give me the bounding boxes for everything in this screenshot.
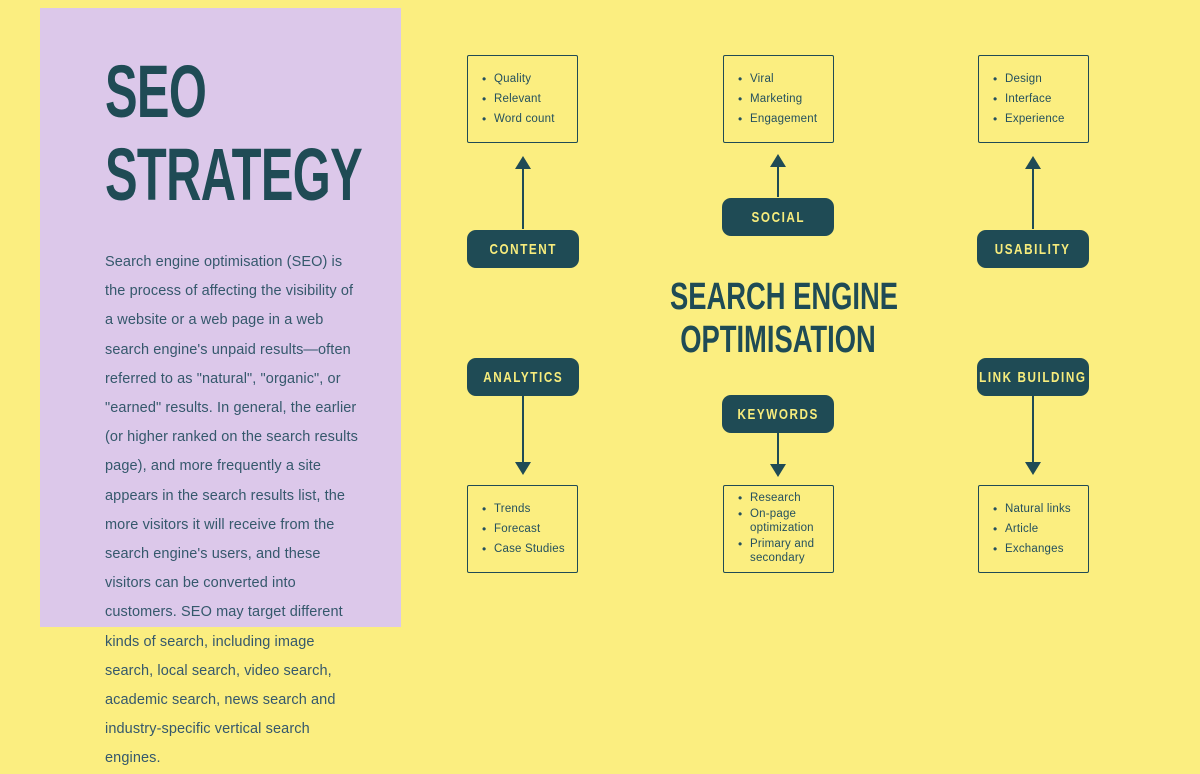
left-panel: SEO STRATEGY Search engine optimisation …: [40, 8, 401, 766]
list-item: Research: [738, 491, 829, 507]
link-building-label: LINK BUILDING: [977, 358, 1089, 396]
social-items-box: Viral Marketing Engagement: [723, 55, 834, 143]
social-items-list: Viral Marketing Engagement: [724, 69, 821, 129]
link-building-items-list: Natural links Article Exchanges: [979, 499, 1075, 559]
diagram-title-line1: SEARCH ENGINE: [670, 276, 899, 318]
page-title-line1: SEO: [105, 50, 207, 133]
arrow-up-icon: [1025, 156, 1041, 169]
keywords-items-list: Research On-page optimization Primary an…: [724, 491, 833, 567]
arrow-down-icon: [770, 464, 786, 477]
list-item: Interface: [993, 89, 1065, 109]
arrow-down-icon: [1025, 462, 1041, 475]
list-item: Case Studies: [482, 539, 565, 559]
analytics-label: ANALYTICS: [467, 358, 579, 396]
list-item: Forecast: [482, 519, 565, 539]
page-title-line2: STRATEGY: [105, 133, 363, 216]
analytics-items-box: Trends Forecast Case Studies: [467, 485, 578, 573]
diagram-title: SEARCH ENGINE OPTIMISATION: [670, 276, 899, 362]
content-items-list: Quality Relevant Word count: [468, 69, 559, 129]
list-item: Viral: [738, 69, 817, 89]
analytics-items-list: Trends Forecast Case Studies: [468, 499, 569, 559]
list-item: On-page optimization: [738, 507, 829, 537]
arrow-line: [1032, 396, 1034, 462]
list-item: Exchanges: [993, 539, 1071, 559]
list-item: Experience: [993, 109, 1065, 129]
keywords-items-box: Research On-page optimization Primary an…: [723, 485, 834, 573]
arrow-down-icon: [515, 462, 531, 475]
list-item: Design: [993, 69, 1065, 89]
arrow-up-icon: [770, 154, 786, 167]
intro-paragraph: Search engine optimisation (SEO) is the …: [105, 254, 358, 767]
arrow-up-icon: [515, 156, 531, 169]
content-label: CONTENT: [467, 230, 579, 268]
list-item: Marketing: [738, 89, 817, 109]
list-item: Engagement: [738, 109, 817, 129]
list-item: Article: [993, 519, 1071, 539]
list-item: Quality: [482, 69, 555, 89]
social-label: SOCIAL: [722, 198, 834, 236]
arrow-line: [522, 396, 524, 462]
list-item: Primary and secondary: [738, 537, 829, 567]
content-items-box: Quality Relevant Word count: [467, 55, 578, 143]
list-item: Trends: [482, 499, 565, 519]
infographic-canvas: SEO STRATEGY Search engine optimisation …: [0, 0, 1200, 627]
usability-items-list: Design Interface Experience: [979, 69, 1069, 129]
arrow-line: [1032, 168, 1034, 229]
list-item: Relevant: [482, 89, 555, 109]
usability-items-box: Design Interface Experience: [978, 55, 1089, 143]
arrow-line: [777, 433, 779, 464]
list-item: Word count: [482, 109, 555, 129]
usability-label: USABILITY: [977, 230, 1089, 268]
page-title: SEO STRATEGY: [105, 50, 363, 216]
list-item: Natural links: [993, 499, 1071, 519]
keywords-label: KEYWORDS: [722, 395, 834, 433]
arrow-line: [777, 166, 779, 197]
link-building-items-box: Natural links Article Exchanges: [978, 485, 1089, 573]
diagram-title-line2: OPTIMISATION: [680, 319, 876, 361]
arrow-line: [522, 168, 524, 229]
